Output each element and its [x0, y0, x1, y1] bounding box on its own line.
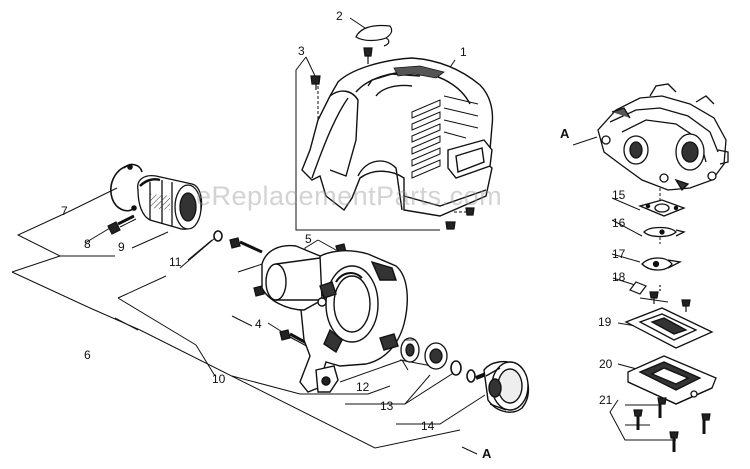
watermark-text: eReplacementParts.com: [196, 181, 503, 211]
callout-17: 17: [612, 247, 626, 261]
callout-15: 15: [612, 188, 626, 202]
part-11-washer: [213, 230, 223, 242]
callout-12: 12: [356, 380, 370, 394]
part-17-stopper: [641, 257, 683, 271]
callout-13: 13: [380, 399, 394, 413]
callout-7: 7: [61, 204, 68, 218]
part-14-clutch-drum: [475, 360, 529, 413]
part-a-crankcase: [597, 83, 729, 192]
part-10-housing: [261, 244, 408, 393]
callout-4: 4: [255, 317, 262, 331]
callout-5: 5: [305, 232, 312, 246]
part-15-gasket: [638, 199, 686, 217]
part-18-screws: [629, 281, 691, 312]
callout-20: 20: [599, 357, 613, 371]
callout-11: 11: [169, 255, 182, 269]
part-21-bolts: [633, 397, 711, 452]
part-1-engine-cover: [301, 57, 494, 217]
part-12-bearings: [400, 337, 448, 370]
callout-2: 2: [336, 9, 343, 23]
reference-letter-a-bottom: A: [482, 446, 492, 461]
part-19-gasket: [624, 307, 714, 349]
callout-19: 19: [598, 315, 612, 329]
callout-10: 10: [212, 372, 226, 386]
callout-21: 21: [599, 393, 613, 407]
callout-14: 14: [421, 419, 435, 433]
part-8-bolt: [107, 214, 137, 235]
callout-3: 3: [298, 44, 305, 58]
callout-18: 18: [612, 270, 626, 284]
part-16-reed: [643, 226, 686, 238]
part-13-washer: [450, 360, 476, 383]
callout-1: 1: [460, 45, 467, 59]
reference-letter-a-top: A: [560, 126, 570, 141]
part-9-coupling: [137, 174, 203, 230]
callout-8: 8: [84, 237, 91, 251]
callout-9: 9: [118, 240, 125, 254]
part-7-circlip: [110, 163, 143, 212]
part-2-cap: [355, 24, 393, 47]
callout-16: 16: [612, 216, 626, 230]
part-20-bracket: [627, 355, 717, 405]
part-3-screws: [310, 47, 475, 230]
callout-6: 6: [84, 348, 91, 362]
